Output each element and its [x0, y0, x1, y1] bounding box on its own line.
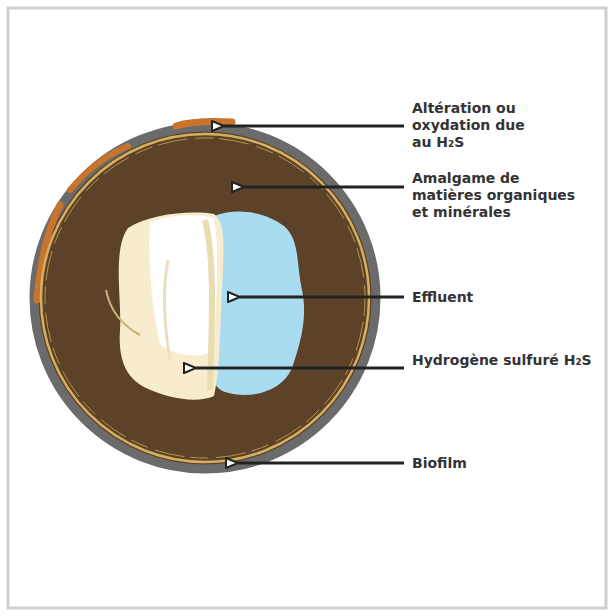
leader-arrow — [244, 186, 404, 189]
leader-arrow — [238, 462, 404, 465]
leader-arrow — [240, 296, 404, 299]
frame — [8, 8, 606, 608]
fibre — [106, 290, 140, 335]
effluent-label: Effluent — [412, 289, 473, 306]
fibre — [164, 260, 170, 360]
h2s-label: Hydrogène sulfuré H₂S — [412, 352, 592, 369]
oxidation-label: Altération ou oxydation due au H₂S — [412, 100, 532, 151]
amalgam-label: Amalgame de matières organiques et minér… — [412, 170, 592, 221]
gas-edge — [205, 220, 212, 390]
biofilm-label: Biofilm — [412, 455, 467, 472]
leader-arrow — [224, 125, 404, 128]
oxidation-patch — [70, 146, 128, 190]
leader-arrow — [196, 367, 404, 370]
hydrogen-sulfide — [119, 213, 224, 400]
oxidation-patch — [176, 122, 232, 127]
